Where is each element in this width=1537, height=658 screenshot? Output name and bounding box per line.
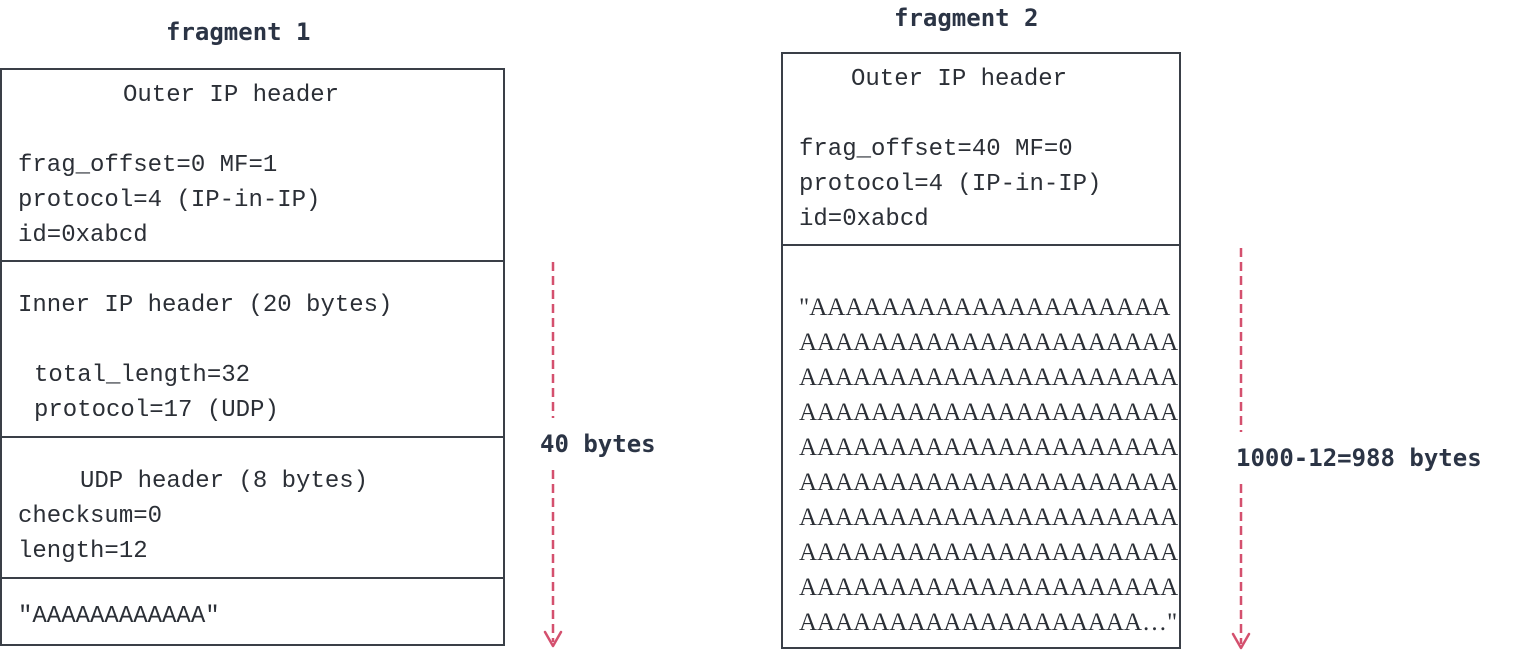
fragment-1-size-label: 40 bytes: [540, 430, 656, 458]
payload-line: AAAAAAAAAAAAAAAAAAAAA: [799, 434, 1179, 461]
frag-offset-field: frag_offset=0 MF=1: [18, 152, 278, 179]
arrow-head-icon: [543, 630, 563, 648]
fragment-1-size-arrow-top: [551, 262, 555, 418]
payload-line: AAAAAAAAAAAAAAAAAAA…": [799, 609, 1178, 636]
frag-offset-field: frag_offset=40 MF=0: [799, 136, 1073, 163]
inner-ip-header-heading: Inner IP header (20 bytes): [18, 292, 393, 319]
fragment-2-title: fragment 2: [894, 4, 1039, 32]
fragment-1-box: Outer IP header frag_offset=0 MF=1 proto…: [0, 68, 505, 646]
payload-line: AAAAAAAAAAAAAAAAAAAAA: [799, 399, 1179, 426]
fragment-2-size-arrow-top: [1239, 248, 1243, 432]
payload-line: AAAAAAAAAAAAAAAAAAAAA: [799, 469, 1179, 496]
fragment-1-outer-ip-header: Outer IP header frag_offset=0 MF=1 proto…: [2, 70, 503, 260]
fragment-1-inner-ip-header: Inner IP header (20 bytes) total_length=…: [2, 260, 503, 436]
outer-ip-header-heading: Outer IP header: [851, 66, 1068, 93]
udp-header-heading: UDP header (8 bytes): [80, 468, 369, 495]
fragment-2-payload: "AAAAAAAAAAAAAAAAAAAA AAAAAAAAAAAAAAAAAA…: [783, 244, 1179, 647]
fragment-2-size-label: 1000-12=988 bytes: [1236, 444, 1482, 472]
protocol-field: protocol=4 (IP-in-IP): [799, 171, 1102, 198]
fragment-1-title: fragment 1: [166, 18, 311, 46]
fragment-1-payload: "AAAAAAAAAAAA": [2, 577, 503, 644]
outer-ip-header-heading: Outer IP header: [123, 82, 340, 109]
total-length-field: total_length=32: [34, 362, 251, 389]
payload-line: "AAAAAAAAAAAAAAAAAAAA: [799, 294, 1171, 321]
payload-line: AAAAAAAAAAAAAAAAAAAAA: [799, 364, 1179, 391]
payload-line: AAAAAAAAAAAAAAAAAAAAA: [799, 504, 1179, 531]
fragment-2-size-arrow-bottom: [1231, 484, 1251, 650]
payload-line: AAAAAAAAAAAAAAAAAAAAA: [799, 574, 1179, 601]
fragment-1-size-arrow-bottom: [543, 470, 563, 648]
payload-line: AAAAAAAAAAAAAAAAAAAAA: [799, 329, 1179, 356]
protocol-field: protocol=4 (IP-in-IP): [18, 187, 321, 214]
id-field: id=0xabcd: [799, 206, 929, 233]
fragment-1-udp-header: UDP header (8 bytes) checksum=0 length=1…: [2, 436, 503, 577]
payload-text: "AAAAAAAAAAAA": [18, 603, 220, 630]
inner-protocol-field: protocol=17 (UDP): [34, 397, 279, 424]
fragment-2-box: Outer IP header frag_offset=40 MF=0 prot…: [781, 52, 1181, 649]
length-field: length=12: [18, 538, 148, 565]
id-field: id=0xabcd: [18, 222, 148, 249]
payload-line: AAAAAAAAAAAAAAAAAAAAA: [799, 539, 1179, 566]
fragment-2-outer-ip-header: Outer IP header frag_offset=40 MF=0 prot…: [783, 54, 1179, 244]
arrow-head-icon: [1231, 632, 1251, 650]
checksum-field: checksum=0: [18, 503, 163, 530]
